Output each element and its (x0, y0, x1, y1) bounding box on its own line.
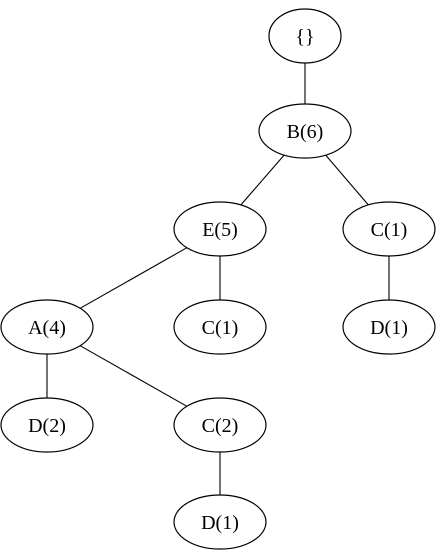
node-label: C(2) (202, 415, 239, 437)
node-ellipse (0, 299, 94, 355)
node-label: A(4) (28, 317, 66, 339)
edge-b6-to-e5 (240, 154, 285, 206)
node-ellipse (342, 299, 436, 355)
node-c1-mid: C(1) (173, 299, 267, 355)
node-d1-right: D(1) (342, 299, 436, 355)
node-label: D(2) (28, 415, 66, 437)
node-a4: A(4) (0, 299, 94, 355)
node-ellipse (268, 8, 342, 64)
node-label: {} (295, 26, 314, 48)
node-c1-right: C(1) (342, 201, 436, 257)
node-ellipse (342, 201, 436, 257)
node-label: B(6) (287, 121, 324, 143)
node-ellipse (173, 397, 267, 453)
node-label: D(1) (370, 317, 408, 339)
node-label: D(1) (201, 512, 239, 534)
node-ellipse (173, 494, 267, 550)
edge-e5-to-a4 (79, 247, 188, 309)
node-c2: C(2) (173, 397, 267, 453)
node-root: {} (268, 8, 342, 64)
edge-a4-to-c2 (79, 345, 188, 407)
node-e5: E(5) (173, 201, 267, 257)
node-d1-bottom: D(1) (173, 494, 267, 550)
nodes-layer: {} B(6) E(5) C(1) A(4) C(1) D(1) D(2) C(2) D(1) (0, 8, 436, 550)
node-ellipse (258, 103, 352, 159)
node-label: E(5) (202, 219, 238, 241)
node-label: C(1) (371, 219, 408, 241)
node-ellipse (0, 397, 94, 453)
edge-b6-to-c1_right (325, 154, 369, 206)
node-ellipse (173, 299, 267, 355)
node-ellipse (173, 201, 267, 257)
node-label: C(1) (202, 317, 239, 339)
edges-layer (46, 63, 390, 495)
node-d2: D(2) (0, 397, 94, 453)
node-b6: B(6) (258, 103, 352, 159)
